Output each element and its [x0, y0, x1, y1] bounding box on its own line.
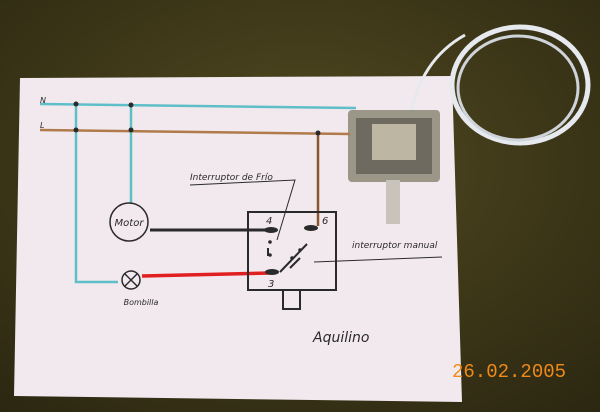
terminal-3-label: 3: [268, 279, 274, 290]
neutral-label: N: [40, 96, 46, 105]
live-label: L: [40, 121, 44, 130]
switch-contacts: [264, 225, 318, 275]
manual-switch-annotation: interruptor manual: [352, 241, 438, 251]
neutral-wire: [39, 102, 357, 110]
lamp-neutral-wire: [74, 104, 118, 284]
thermostat-switch-box: [247, 211, 337, 310]
live-wire: [39, 128, 351, 136]
motor-symbol: [109, 202, 149, 242]
signature: Aquilino: [312, 330, 369, 346]
junction-dots: [73, 101, 321, 136]
motor-label: Motor: [115, 218, 145, 229]
date-stamp: 26.02.2005: [452, 361, 566, 383]
capillary-tube-coil: [408, 24, 591, 146]
thermostat-device: [348, 110, 440, 224]
manual-switch-pointer: [313, 256, 443, 263]
terminal-4-label: 4: [266, 216, 272, 227]
cold-switch-pointer: [189, 179, 296, 241]
terminal-6-label: 6: [322, 216, 328, 227]
lamp-symbol: [121, 270, 141, 290]
thermostat-knob-shaft: [386, 180, 400, 224]
cold-switch-annotation: Interruptor de Frío: [190, 173, 273, 183]
lamp-label: Bombilla: [124, 298, 159, 307]
